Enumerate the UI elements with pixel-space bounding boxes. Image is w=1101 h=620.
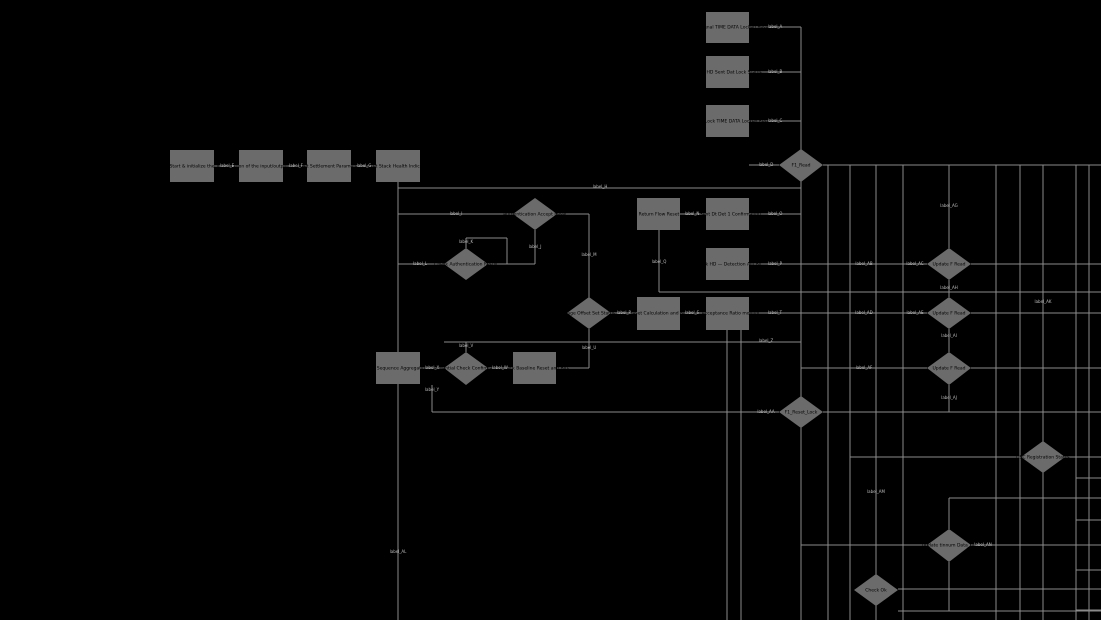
decision-diamond: Authentication Accept Reset: [503, 198, 567, 230]
edge-label: label_AL: [390, 549, 407, 554]
edge-label: label_Y: [425, 387, 440, 392]
node-label: Initialization of the input/output frame…: [217, 164, 306, 170]
process-box: Set Lt HD Sent Dat Lock Status: [692, 56, 763, 88]
process-box: Initialization of the input/output frame…: [217, 150, 306, 182]
edge-label: label_Z: [759, 338, 774, 343]
node-label: Check Ok: [865, 588, 887, 594]
edge-label: label_AG: [940, 203, 957, 208]
decision-diamond: F1_Reset_Lock: [779, 396, 823, 428]
edge-label: label_AN: [974, 542, 991, 547]
process-box: Return Flow Reset: [637, 198, 680, 230]
edge-label: label_AK: [1034, 299, 1051, 304]
edge-label: label_I: [450, 211, 463, 216]
decision-diamond: Stage Offset Set Status: [563, 297, 616, 329]
edge-label: label_J: [529, 244, 542, 249]
decision-diamond: Update F Read: [927, 248, 971, 280]
node-label: Check Baseline Reset and Bits: [501, 366, 570, 372]
process-box: Start & initialize the: [170, 150, 215, 182]
node-label: Set All Signal TIME DATA Locked Reset: [684, 25, 770, 31]
edge-labels: label_A label_B label_C label_D label_E …: [220, 24, 1052, 554]
node-label: Authentication Accept Reset: [503, 212, 567, 218]
node-label: Set Lt HD Sent Dat Lock Status: [692, 70, 763, 76]
edge-label: label_V: [459, 343, 474, 348]
node-label: Update F Read: [932, 262, 965, 268]
edge-label: label_AD: [855, 310, 873, 315]
node-label: Init Sequence Aggregation: [368, 366, 428, 372]
edge-label: label_P: [768, 261, 783, 266]
edge-label: label_AF: [856, 365, 873, 370]
process-box: Reset Calculation and Bits: [630, 297, 690, 330]
node-label: F1 Sent Dt Det 1 Confirmation: [693, 212, 761, 218]
process-box: F1_Acceptance Ratio monitor: [694, 297, 760, 330]
edge-label: label_AH: [940, 285, 957, 290]
process-box: Set All Signal TIME DATA Locked Reset: [684, 12, 770, 43]
node-label: Sequential Check Confirmation: [431, 366, 501, 372]
decision-diamond: DSC Registration Status: [1016, 441, 1071, 473]
process-box: Lt Lock HD — Detection Allt Bit: [692, 248, 762, 280]
node-label: Reset Calculation and Bits: [630, 311, 690, 317]
node-label: Reset HD Lock TIME DATA Locked Reset: [683, 119, 772, 125]
node-label: Return Flow Reset: [639, 212, 680, 218]
node-label: Check Authentication Result: [434, 262, 498, 268]
edge-label: label_H: [593, 184, 608, 189]
edge-label: label_AI: [941, 333, 957, 338]
edge-label: label_M: [581, 252, 597, 257]
edge-label: label_W: [492, 365, 508, 370]
connector-lines: [214, 26, 1101, 620]
decision-diamond: Sequential Check Confirmation: [431, 352, 501, 385]
edge-label: label_AM: [867, 489, 885, 494]
decision-diamond: Check Authentication Result: [434, 248, 498, 280]
node-label: Update tinnum Data_Ok: [922, 543, 977, 549]
edge-label: label_D: [759, 162, 774, 167]
edge-label: label_O: [768, 211, 783, 216]
edge-label: label_U: [582, 345, 597, 350]
process-box: F1 Sent Dt Det 1 Confirmation: [693, 198, 761, 230]
process-box: Init Sequence Aggregation: [368, 352, 428, 384]
edge-label: label_Q: [652, 259, 667, 264]
edge-label: label_X: [425, 365, 440, 370]
node-label: Reset Settlement Parameters: [296, 164, 363, 170]
node-label: F1_Read: [791, 163, 810, 169]
edge-label: label_AE: [907, 310, 924, 315]
process-box: Check Baseline Reset and Bits: [501, 352, 570, 384]
edge-label: label_AA: [757, 409, 775, 414]
decision-diamond: Check Ok: [854, 574, 898, 606]
decision-diamond: F1_Read: [779, 149, 823, 182]
process-box: Reset Stack Health Indicators: [365, 150, 432, 182]
process-box: Reset HD Lock TIME DATA Locked Reset: [683, 105, 772, 137]
edge-label: label_A: [768, 24, 783, 29]
edge-label: label_R: [617, 310, 632, 315]
edge-label: label_G: [357, 163, 372, 168]
node-label: Start & initialize the: [170, 164, 215, 170]
node-label: F1_Acceptance Ratio monitor: [694, 311, 760, 317]
decision-diamond: Update F Read: [927, 297, 971, 329]
node-label: Reset Stack Health Indicators: [365, 164, 432, 170]
edge-label: label_S: [685, 310, 700, 315]
decision-diamond: Update F Read: [927, 352, 971, 385]
edge-label: label_B: [768, 69, 783, 74]
node-label: F1_Reset_Lock: [785, 410, 818, 416]
node-label: Update F Read: [932, 366, 965, 372]
node-label: Update F Read: [932, 311, 965, 317]
edge-label: label_F: [289, 163, 304, 168]
edge-label: label_C: [768, 118, 783, 123]
edge-label: label_L: [413, 261, 428, 266]
node-label: DSC Registration Status: [1016, 455, 1070, 461]
edge-label: label_T: [768, 310, 783, 315]
edge-label: label_N: [685, 211, 700, 216]
node-label: Stage Offset Set Status: [563, 311, 616, 317]
edge-label: label_K: [459, 239, 474, 244]
edge-label: label_E: [220, 163, 235, 168]
process-box: Reset Settlement Parameters: [296, 150, 363, 182]
node-label: Lt Lock HD — Detection Allt Bit: [692, 262, 762, 268]
edge-label: label_AJ: [941, 395, 957, 400]
edge-label: label_AB: [855, 261, 872, 266]
edge-label: label_AC: [906, 261, 923, 266]
decision-diamond: Update tinnum Data_Ok: [922, 529, 977, 562]
